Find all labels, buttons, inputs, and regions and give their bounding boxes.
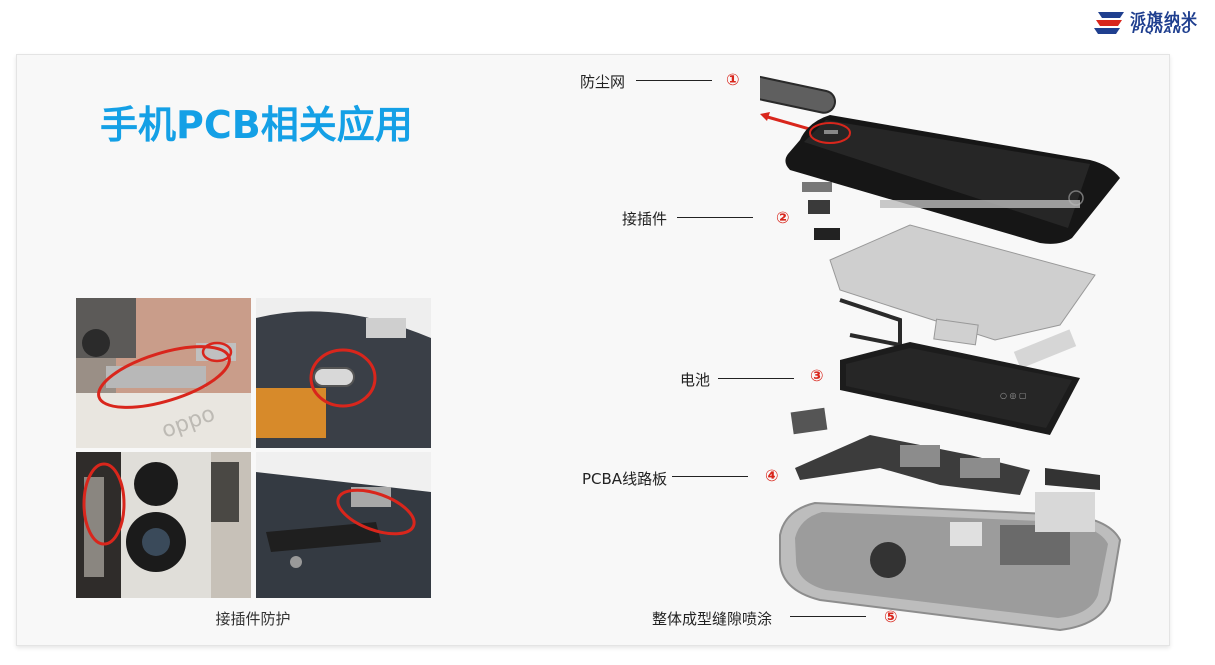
photo-caption: 接插件防护 bbox=[215, 610, 291, 628]
brand-logo: 派旗纳米 PIQNANO bbox=[1094, 6, 1208, 40]
housing-part bbox=[779, 492, 1122, 632]
callout-line-connector bbox=[677, 217, 753, 218]
connector-parts bbox=[802, 182, 1080, 240]
callout-number-3: ③ bbox=[810, 366, 824, 385]
pcba-board-part bbox=[795, 435, 1100, 495]
slide-title: 手机PCB相关应用 bbox=[100, 103, 413, 147]
callout-line-battery bbox=[718, 378, 794, 379]
photo-flex-connector bbox=[256, 452, 431, 598]
brand-name-cn: 派旗纳米 bbox=[1130, 10, 1199, 29]
callout-label-pcba: PCBA线路板 bbox=[582, 470, 668, 488]
callout-number-1: ① bbox=[726, 70, 740, 89]
phone-exploded-view: ○ ◎ ▢ bbox=[760, 71, 1122, 632]
callout-label-connector: 接插件 bbox=[622, 210, 668, 228]
screen-part bbox=[785, 115, 1120, 244]
photo-usb-port bbox=[256, 298, 431, 448]
dust-mesh-part bbox=[760, 71, 836, 114]
callout-line-dust-mesh bbox=[636, 80, 712, 81]
callout-line-housing-spray bbox=[790, 616, 866, 617]
photo-camera-module bbox=[76, 452, 251, 598]
callout-number-2: ② bbox=[776, 208, 790, 227]
svg-text:○ ◎ ▢: ○ ◎ ▢ bbox=[1000, 391, 1027, 400]
callout-label-housing-spray: 整体成型缝隙喷涂 bbox=[652, 610, 773, 628]
callout-line-pcba bbox=[672, 476, 748, 477]
photo-connector-board: oppo bbox=[76, 298, 251, 448]
brand-mark-icon bbox=[1094, 12, 1124, 34]
callout-number-5: ⑤ bbox=[884, 607, 898, 626]
callout-number-4: ④ bbox=[765, 466, 779, 485]
brand-name-en: PIQNANO bbox=[1132, 25, 1192, 36]
battery-part: ○ ◎ ▢ bbox=[840, 342, 1080, 435]
callout-label-battery: 电池 bbox=[680, 371, 711, 389]
metal-shield-part bbox=[829, 224, 1096, 341]
callout-label-dust-mesh: 防尘网 bbox=[580, 73, 626, 91]
